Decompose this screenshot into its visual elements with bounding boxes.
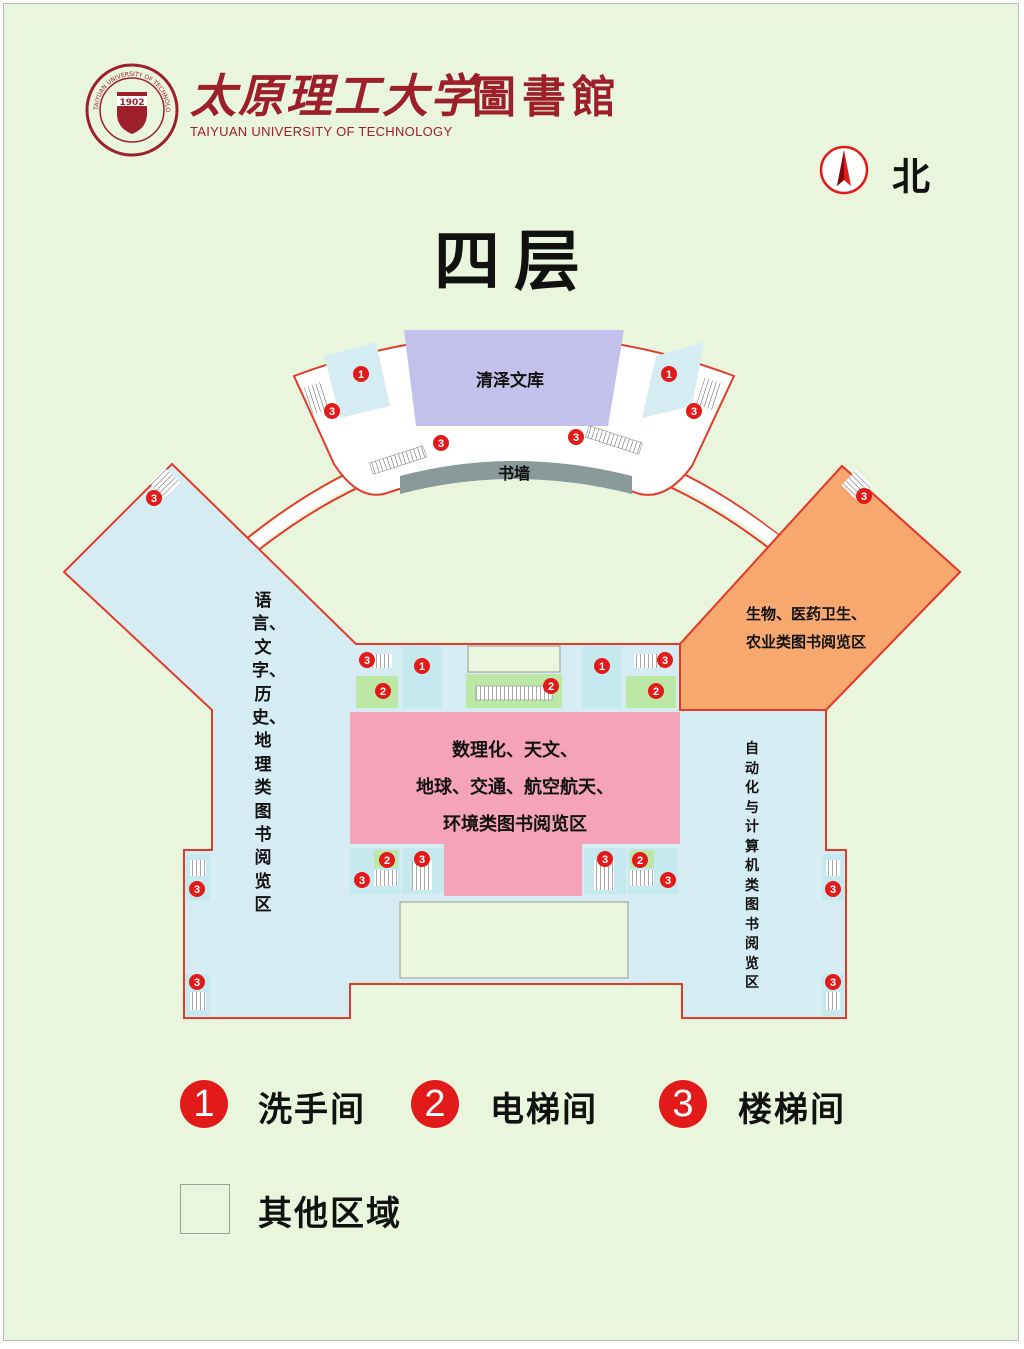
svg-text:3: 3 (359, 875, 365, 887)
elevator-marker: 2 (632, 852, 648, 868)
center-label-line1: 数理化、天文、 (452, 740, 578, 761)
stairs-marker: 3 (856, 488, 872, 504)
floor-title: 四层 (434, 223, 594, 300)
svg-text:2: 2 (637, 855, 643, 867)
svg-text:3: 3 (691, 406, 697, 418)
svg-text:3: 3 (194, 977, 200, 989)
book-wall-shelf (400, 461, 632, 494)
stairs-marker: 3 (189, 881, 205, 897)
svg-text:3: 3 (573, 432, 579, 444)
svg-text:3: 3 (861, 491, 867, 503)
svg-text:3: 3 (194, 884, 200, 896)
svg-text:3: 3 (364, 655, 370, 667)
stairs-marker: 3 (660, 872, 676, 888)
stairs-marker: 3 (825, 881, 841, 897)
northeast-label-line1: 生物、医药卫生、 (745, 605, 866, 623)
center-reading-area-label: 数理化、天文、 地球、交通、航空航天、 环境类图书阅览区 (360, 732, 670, 843)
svg-text:1: 1 (419, 661, 425, 673)
compass-north-label: 北 (892, 155, 931, 199)
svg-text:1: 1 (358, 369, 364, 381)
restroom-marker: 1 (414, 658, 430, 674)
university-name-en: TAIYUAN UNIVERSITY OF TECHNOLOGY (190, 124, 453, 139)
stairs-marker: 3 (433, 435, 449, 451)
elevator-marker: 2 (543, 678, 559, 694)
elevator-legend-icon: 2 (411, 1080, 459, 1128)
east-reading-area-label: 自动化与计算机类图书阅览区 (745, 741, 759, 991)
elevator-marker: 2 (648, 683, 664, 699)
stairs-marker: 3 (686, 403, 702, 419)
west-reading-area-label: 语言、文字、历史、地理类图书阅览区 (252, 591, 286, 916)
floor-map-page: 1902 TAIYUAN UNIVERSITY OF TECHNOLOGY 太原… (3, 3, 1019, 1341)
center-label-line3: 环境类图书阅览区 (443, 814, 587, 835)
stairs-marker: 3 (359, 652, 375, 668)
stairs-marker: 3 (189, 974, 205, 990)
svg-text:3: 3 (662, 655, 668, 667)
stairs-marker: 3 (414, 851, 430, 867)
svg-text:2: 2 (380, 686, 386, 698)
stairs-marker: 3 (324, 403, 340, 419)
other-area-legend-swatch (180, 1184, 230, 1234)
seal-year: 1902 (119, 98, 144, 108)
svg-text:1: 1 (599, 661, 605, 673)
book-wall-label: 书墙 (497, 464, 530, 483)
svg-text:3: 3 (665, 875, 671, 887)
svg-text:3: 3 (830, 977, 836, 989)
svg-text:2: 2 (384, 855, 390, 867)
svg-text:3: 3 (438, 438, 444, 450)
restroom-marker: 1 (353, 366, 369, 382)
stairs-marker: 3 (568, 429, 584, 445)
svg-text:3: 3 (329, 406, 335, 418)
restroom-legend-label: 洗手间 (258, 1090, 366, 1130)
qingze-library-area (404, 330, 624, 426)
svg-text:2: 2 (548, 681, 554, 693)
svg-text:1: 1 (666, 369, 672, 381)
elevator-marker: 2 (379, 852, 395, 868)
north-arrow-icon (819, 145, 869, 195)
stairs-marker: 3 (657, 652, 673, 668)
northeast-reading-area-label: 生物、医药卫生、 农业类图书阅览区 (716, 600, 896, 656)
university-name: 太原理工大学 (190, 69, 478, 123)
qingze-library-label: 清泽文库 (476, 371, 544, 391)
stairs-marker: 3 (354, 872, 370, 888)
stairs-marker: 3 (825, 974, 841, 990)
center-reading-area (350, 712, 680, 896)
svg-text:3: 3 (151, 493, 157, 505)
center-label-line2: 地球、交通、航空航天、 (416, 777, 614, 798)
svg-text:3: 3 (602, 854, 608, 866)
other-area-legend-label: 其他区域 (258, 1194, 402, 1234)
stairs-legend-icon: 3 (659, 1080, 707, 1128)
northeast-label-line2: 农业类图书阅览区 (745, 633, 866, 651)
northeast-reading-area (680, 466, 960, 710)
library-name: 圖書館 (472, 72, 622, 123)
svg-text:3: 3 (419, 854, 425, 866)
restroom-legend-icon: 1 (180, 1080, 228, 1128)
restroom-marker: 1 (594, 658, 610, 674)
svg-text:3: 3 (830, 884, 836, 896)
university-seal-logo: 1902 TAIYUAN UNIVERSITY OF TECHNOLOGY (84, 62, 179, 157)
elevator-legend-label: 电梯间 (490, 1090, 598, 1130)
stairs-marker: 3 (146, 490, 162, 506)
stairs-legend-label: 楼梯间 (738, 1090, 846, 1130)
floor-plan: 1 3 1 3 3 3 3 3 3 1 2 2 1 3 2 2 3 3 3 2 … (62, 330, 962, 1019)
restroom-marker: 1 (661, 366, 677, 382)
elevator-marker: 2 (375, 683, 391, 699)
svg-text:2: 2 (653, 686, 659, 698)
stairs-marker: 3 (597, 851, 613, 867)
